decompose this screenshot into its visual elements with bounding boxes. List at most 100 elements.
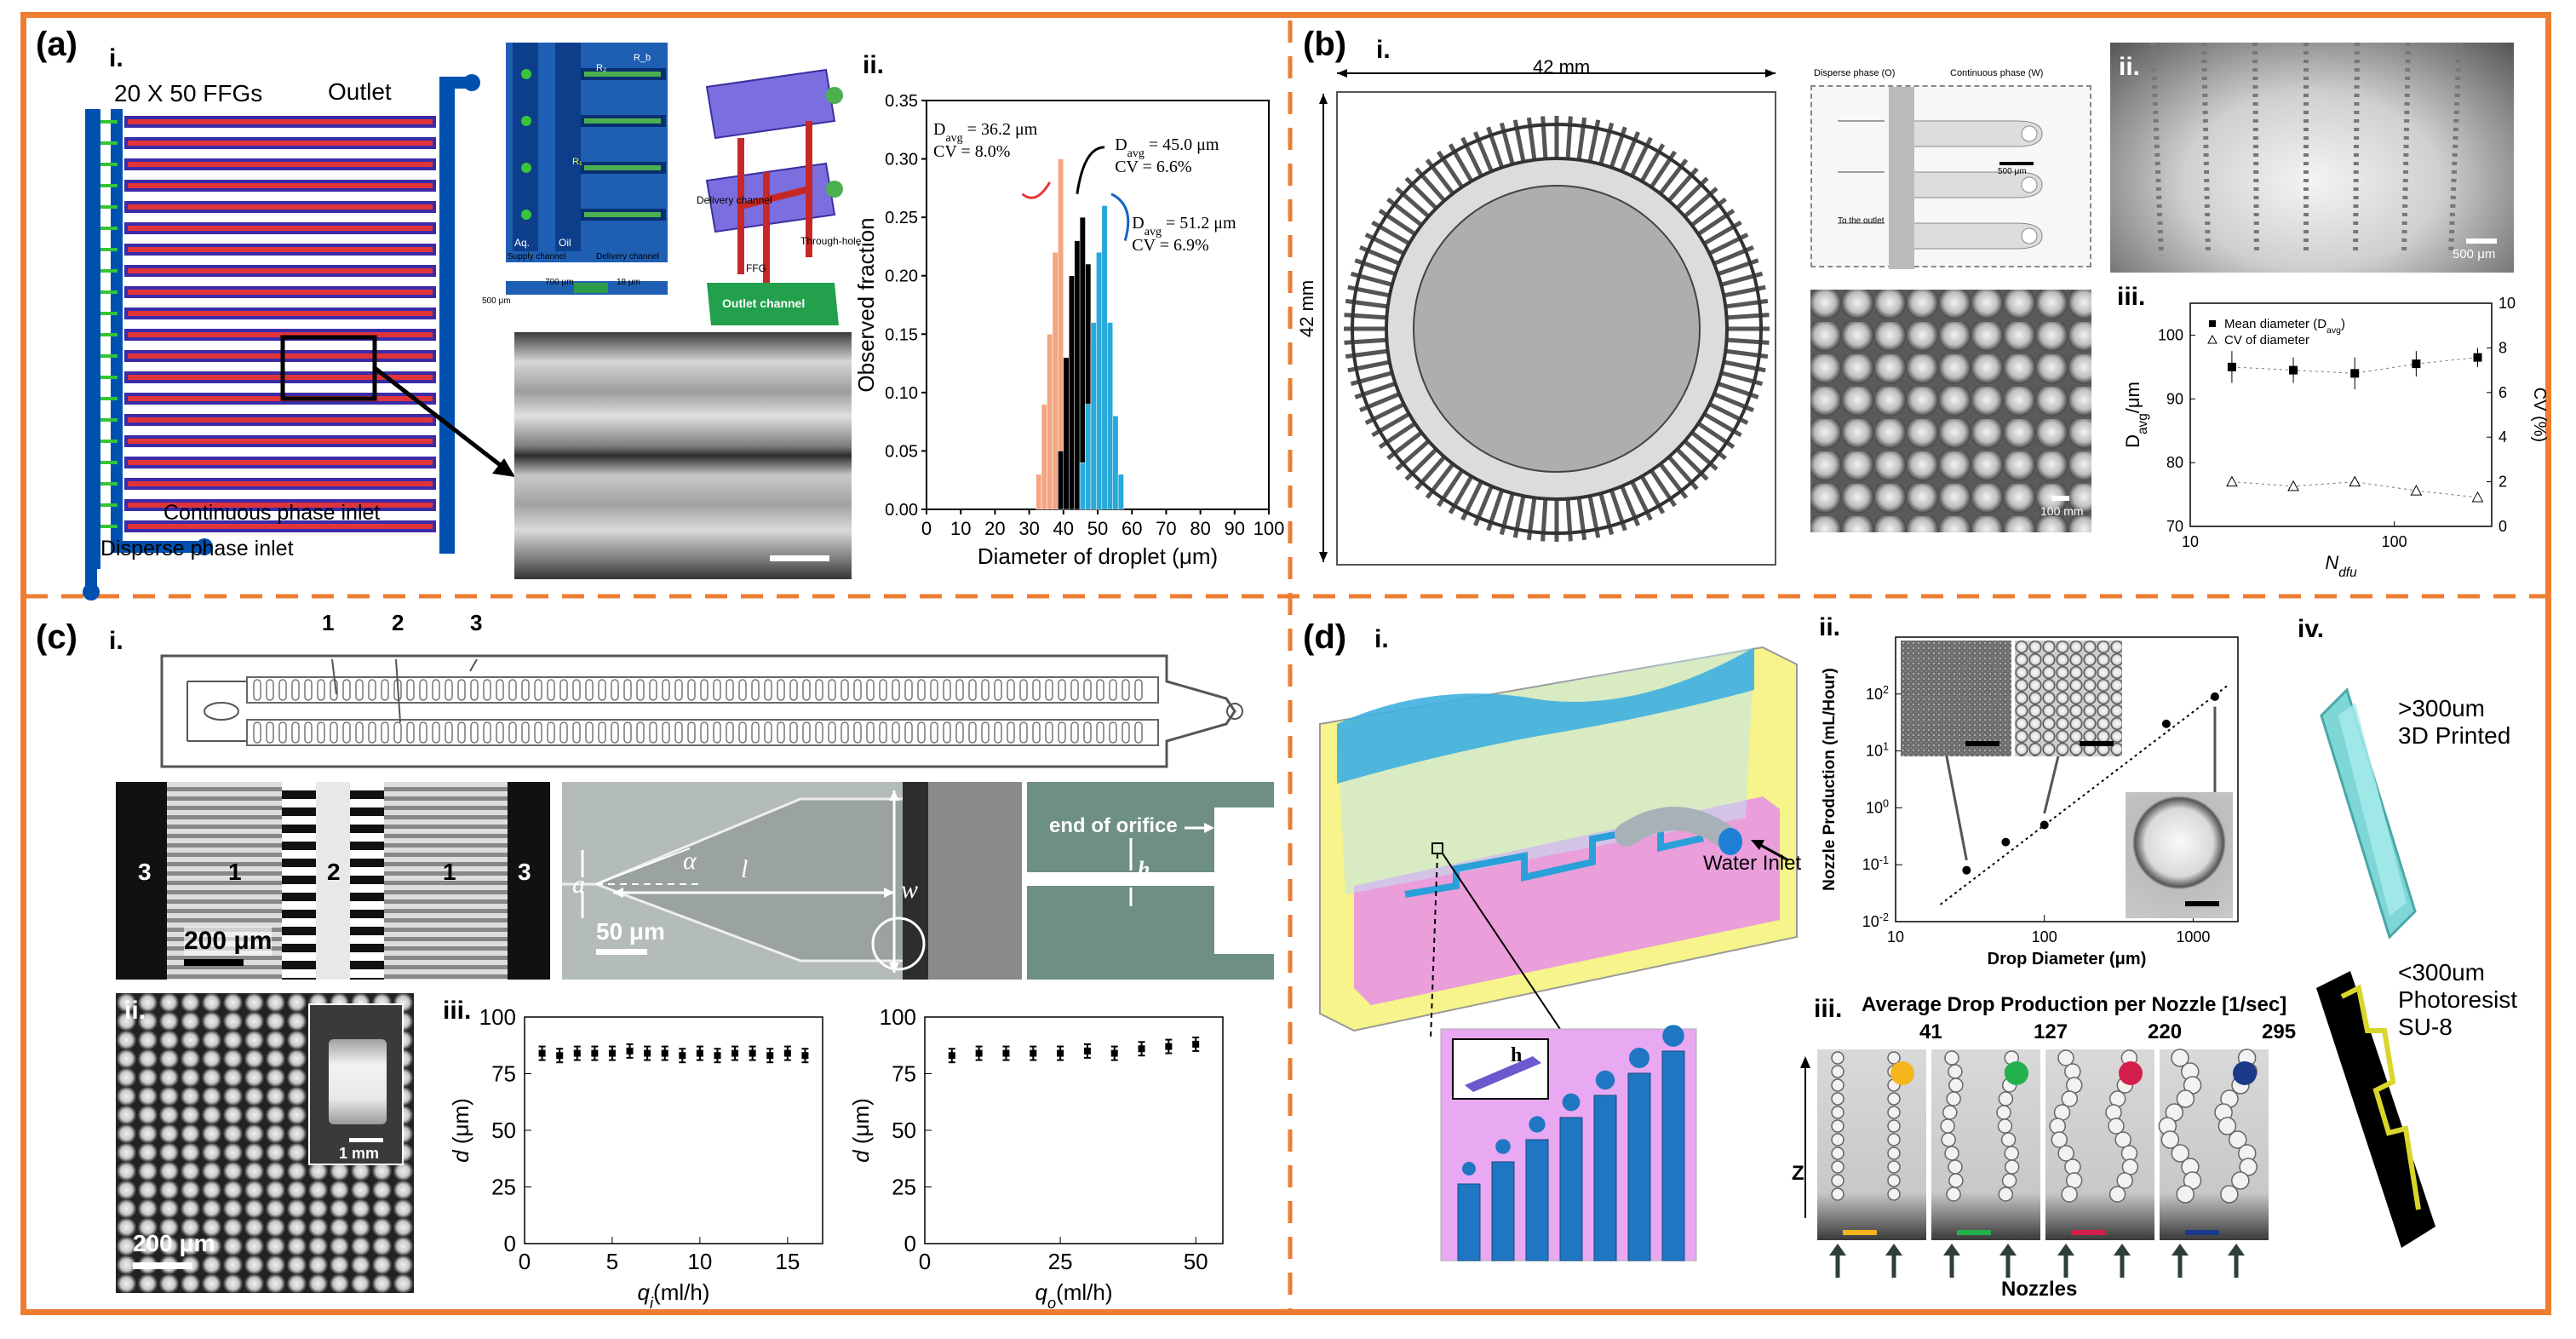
serp-tooth: [445, 721, 453, 744]
ffg-connector: [100, 397, 118, 400]
droplet: [1887, 1146, 1901, 1160]
serp-tooth: [266, 679, 274, 701]
serp-tooth: [342, 721, 351, 744]
micro-label-2: 2: [327, 859, 341, 885]
ffg-connector: [100, 227, 118, 230]
data-point: [1002, 1049, 1010, 1057]
x-tick-label: 100: [2382, 533, 2407, 550]
drop-frame: [2045, 1049, 2154, 1240]
ffg-connector: [100, 141, 118, 145]
droplet: [1831, 1065, 1845, 1078]
detail-node: [521, 69, 531, 79]
data-point: [731, 1049, 739, 1057]
ffg-connector: [100, 333, 118, 336]
histogram-bar: [1117, 474, 1124, 510]
data-point: [714, 1052, 721, 1060]
serp-tooth: [381, 679, 389, 701]
serp-tooth: [611, 679, 619, 701]
serp-label-2: 2: [392, 610, 404, 635]
x-tick-label: 0: [919, 1249, 931, 1274]
detail-row-fill: [584, 212, 661, 217]
micro-label-1b: 1: [443, 859, 456, 885]
x-axis-label: Ndfu: [2325, 552, 2357, 580]
nozzle-arrows: [1829, 1244, 2245, 1278]
blue-arrow: [1110, 193, 1130, 241]
serp-tooth: [879, 721, 887, 744]
droplet: [1831, 1160, 1845, 1174]
cv-point: [2287, 480, 2299, 491]
ffg-connector: [100, 205, 118, 209]
length-l-label: l: [741, 855, 749, 883]
data-point: [608, 1049, 616, 1057]
data-point: [679, 1052, 686, 1060]
serp-tooth: [1007, 679, 1015, 701]
data-point: [749, 1049, 756, 1057]
color-marker: [2233, 1061, 2257, 1085]
ffg-connector: [100, 184, 118, 187]
flow-focusing-micrograph: α a l w 50 μm: [562, 782, 1022, 980]
serp-tooth: [981, 679, 990, 701]
nozzle-arrow-head: [1999, 1244, 2017, 1256]
x-tick-label: 25: [1048, 1249, 1073, 1274]
nozzle-drop: [1629, 1048, 1649, 1068]
serp-tooth: [598, 679, 606, 701]
orifice-label: end of orifice: [1049, 814, 1178, 837]
droplet: [2061, 1090, 2079, 1107]
y-tick-label: 70: [2166, 518, 2183, 535]
rate-220: 220: [2148, 1020, 2183, 1043]
droplet: [2160, 1130, 2180, 1149]
plot-frame: [2189, 302, 2493, 527]
mean-point: [2350, 369, 2360, 378]
cv-point: [2410, 485, 2423, 496]
histogram-bar: [1052, 252, 1059, 510]
micrograph-scale-bar: [770, 555, 829, 561]
droplet: [2108, 1186, 2126, 1203]
nozzle-drop: [1595, 1070, 1615, 1090]
drop-frame: [2158, 1049, 2269, 1240]
droplet: [1940, 1118, 1955, 1134]
detail-row-fill: [584, 165, 661, 170]
droplet: [2057, 1145, 2074, 1162]
photoresist-size-label: <300um: [2398, 959, 2485, 986]
r1-label: R₁: [572, 157, 582, 167]
serp-tooth: [930, 679, 938, 701]
serp-tooth: [368, 679, 376, 701]
serp-tooth: [432, 679, 440, 701]
data-point: [696, 1049, 703, 1057]
droplet: [1831, 1174, 1845, 1187]
serp-tooth: [726, 679, 734, 701]
emulsion-image: 1 mm 200 μm: [116, 993, 414, 1293]
serp-tooth: [1083, 721, 1092, 744]
data-point: [556, 1052, 564, 1060]
x-axis-label: Drop Diameter (μm): [1988, 950, 2147, 968]
panel-c-i-label: i.: [109, 627, 123, 655]
nozzle-drop: [1462, 1162, 1476, 1175]
serp-tooth: [815, 721, 823, 744]
serp-tooth: [572, 679, 581, 701]
nozzle-bar: [1491, 1161, 1515, 1261]
histogram-bar: [1085, 404, 1092, 510]
ffg-row-core: [128, 311, 433, 316]
droplet: [2001, 1173, 2017, 1188]
droplet: [2057, 1049, 2074, 1066]
droplet: [1998, 1091, 2014, 1106]
x-tick-label: 10: [687, 1249, 712, 1274]
data-point: [2001, 837, 2011, 847]
data-point: [1962, 865, 1971, 875]
cv-point: [2226, 475, 2238, 487]
droplet: [1996, 1105, 2011, 1120]
serp-tooth: [1134, 721, 1143, 744]
y-axis-label: Observed fraction: [853, 217, 879, 392]
color-bar: [2185, 1230, 2219, 1235]
droplet: [2108, 1118, 2125, 1135]
ffg-row-core: [128, 353, 433, 359]
ffg-array-diagram: [83, 74, 480, 601]
serp-tooth: [879, 679, 887, 701]
y-tick-label: 0.05: [885, 442, 918, 461]
x-tick-label: 50: [1087, 518, 1108, 539]
y-tick-label: 75: [491, 1061, 516, 1087]
serp-tooth: [777, 721, 785, 744]
stat-annotation-d: Davg = 51.2 μm: [1132, 214, 1236, 238]
